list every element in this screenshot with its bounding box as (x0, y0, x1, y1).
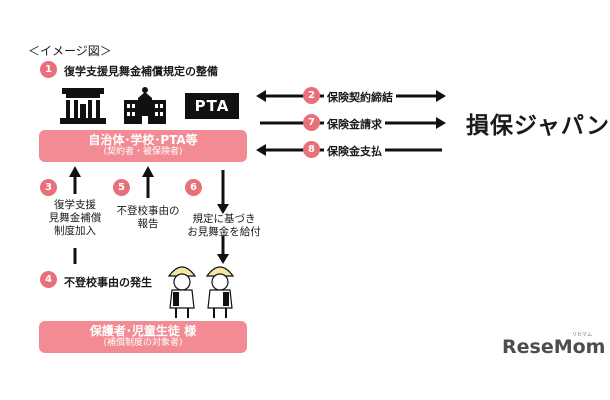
step-1-label: 復学支援見舞金補償規定の整備 (64, 65, 218, 78)
insurer-name: 損保ジャパン (466, 113, 610, 139)
step-3-line: 見舞金補償 (48, 212, 102, 224)
guardian-title: 保護者･児童生徒 様 (89, 324, 197, 338)
step-number-3: 3 (40, 179, 57, 196)
step-6-line: 規定に基づき (192, 213, 256, 225)
vertical-arrows (69, 166, 229, 264)
step-3-line: 制度加入 (54, 225, 96, 237)
step-6-line: お見舞金を給付 (187, 226, 261, 238)
step-2-label: 保険契約締結 (324, 89, 396, 105)
step-4-label: 不登校事由の発生 (64, 276, 152, 289)
step-number-2: 2 (303, 87, 320, 104)
step-5-text: 不登校事由の 報告 (112, 205, 184, 231)
step-3-line: 復学支援 (54, 199, 96, 211)
organization-subtitle: (契約者・被保険者) (103, 147, 183, 157)
guardian-subtitle: (補償制度の対象者) (103, 338, 183, 348)
step-number-7: 7 (303, 114, 320, 131)
guardian-bar: 保護者･児童生徒 様 (補償制度の対象者) (39, 321, 247, 353)
step-8-label: 保険金支払 (324, 143, 385, 159)
step-7-label: 保険金請求 (324, 116, 385, 132)
step-number-4: 4 (40, 271, 57, 288)
step-number-6: 6 (185, 179, 202, 196)
step-3-text: 復学支援 見舞金補償 制度加入 (44, 199, 106, 238)
school-icon (124, 87, 166, 124)
diagram-heading: ＜イメージ図＞ (28, 44, 112, 58)
organization-title: 自治体･学校･PTA等 (88, 133, 198, 147)
step-6-text: 規定に基づき お見舞金を給付 (178, 213, 270, 239)
pta-badge: PTA (185, 93, 239, 119)
watermark-kana: リセマム (572, 332, 593, 338)
step-number-8: 8 (303, 141, 320, 158)
resemom-logo: ReseMom (502, 336, 606, 358)
step-number-1: 1 (40, 61, 57, 78)
step-5-line: 不登校事由の (116, 205, 180, 217)
step-number-5: 5 (113, 179, 130, 196)
organization-bar: 自治体･学校･PTA等 (契約者・被保険者) (39, 130, 247, 162)
step-5-line: 報告 (137, 218, 159, 230)
children-illustration (167, 266, 235, 318)
city-hall-icon (60, 88, 106, 124)
